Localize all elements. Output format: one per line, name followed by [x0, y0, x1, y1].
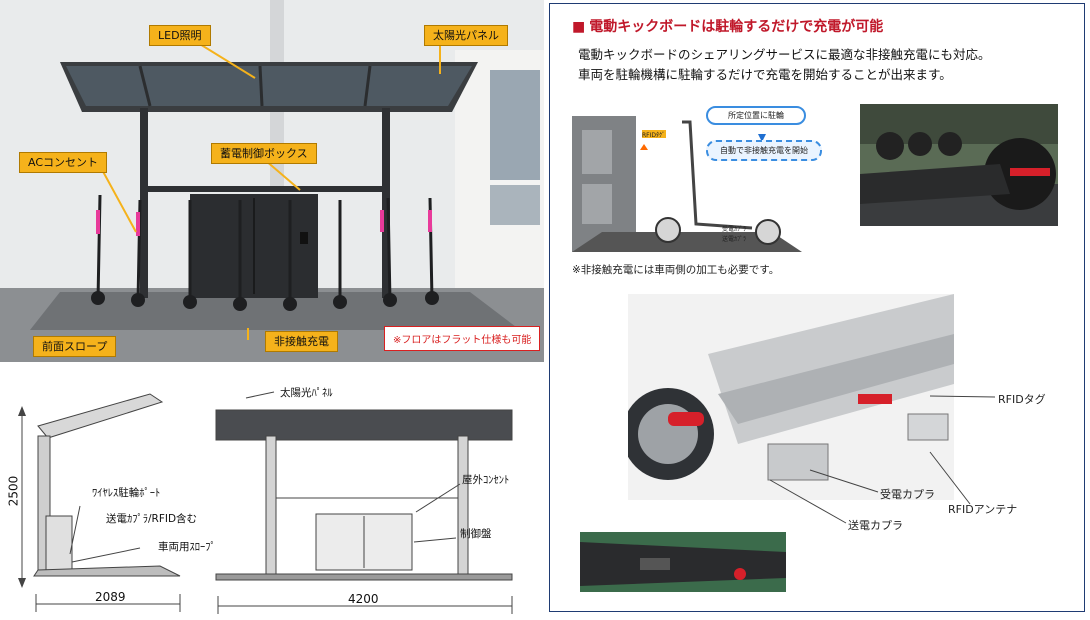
panel-title-text: 電動キックボードは駐輪するだけで充電が可能 — [589, 19, 884, 35]
scooter-closeup-illustration — [860, 104, 1058, 226]
station-photo: LED照明 太陽光パネル ACコンセント 蓄電制御ボックス 前面スロープ 非接触… — [0, 0, 544, 362]
dim-height-2500: 2500 — [6, 475, 21, 507]
charging-info-panel: ■電動キックボードは駐輪するだけで充電が可能 電動キックボードのシェアリングサー… — [549, 3, 1085, 612]
technical-drawing: 2500 2089 ﾜｲﾔﾚｽ駐輪ﾎﾟｰﾄ 送電ｶﾌﾟﾗ/RFID含む 車両用ｽ… — [0, 366, 545, 616]
tiny-transmitter-coupler: 送電ｶﾌﾟﾗ — [722, 236, 747, 243]
flow-step-park: 所定位置に駐輪 — [706, 106, 806, 125]
label-vehicle-slope: 車両用ｽﾛｰﾌﾟ — [158, 541, 216, 553]
callout-solar-panel: 太陽光パネル — [424, 25, 508, 46]
dim-width-2089: 2089 — [95, 590, 126, 604]
callout-storage-box: 蓄電制御ボックス — [211, 143, 317, 164]
label-wireless-port: ﾜｲﾔﾚｽ駐輪ﾎﾟｰﾄ — [92, 487, 161, 499]
label-receiver-coupler: 受電カプラ — [880, 488, 935, 501]
panel-title: ■電動キックボードは駐輪するだけで充電が可能 — [572, 16, 883, 36]
dim-width-4200: 4200 — [348, 592, 379, 606]
tiny-rfid-tag: RFIDﾀｸﾞ — [642, 132, 666, 139]
coupler-3d-render — [628, 294, 954, 500]
flat-floor-note: ※フロアはフラット仕様も可能 — [384, 326, 541, 351]
underside-thumbnail — [580, 532, 786, 592]
parking-diagram-illustration — [572, 104, 830, 260]
label-rfid-tag: RFIDタグ — [998, 393, 1046, 406]
label-control-panel: 制御盤 — [460, 528, 492, 540]
drawing-lines — [18, 391, 513, 614]
desc-line-2: 車両を駐輪機構に駐輪するだけで充電を開始することが出来ます。 — [578, 67, 952, 82]
label-rfid-antenna: RFIDアンテナ — [948, 503, 1018, 516]
callout-front-slope: 前面スロープ — [33, 336, 117, 357]
callout-ac-outlet: ACコンセント — [19, 152, 108, 173]
label-outdoor-outlet: 屋外ｺﾝｾﾝﾄ — [462, 474, 510, 486]
parking-diagram: 所定位置に駐輪 自動で非接触充電を開始 RFIDﾀｸﾞ 受電ｶﾌﾟﾗ 送電ｶﾌﾟ… — [572, 104, 830, 260]
underside-thumbnail-illustration — [580, 532, 786, 592]
label-solar-panel: 太陽光ﾊﾟﾈﾙ — [280, 387, 333, 399]
scooter-closeup-photo — [860, 104, 1058, 226]
title-marker: ■ — [572, 19, 586, 35]
callout-noncontact-charging: 非接触充電 — [265, 331, 338, 352]
label-coupler-rfid: 送電ｶﾌﾟﾗ/RFID含む — [106, 513, 198, 525]
tiny-receiver-coupler: 受電ｶﾌﾟﾗ — [722, 226, 747, 233]
coupler-3d-illustration — [628, 294, 954, 500]
flow-step-charge: 自動で非接触充電を開始 — [706, 140, 822, 161]
desc-line-1: 電動キックボードのシェアリングサービスに最適な非接触充電にも対応。 — [578, 47, 991, 62]
vehicle-modification-note: ※非接触充電には車両側の加工も必要です。 — [572, 264, 780, 276]
callout-led-light: LED照明 — [149, 25, 211, 46]
station-photo-illustration — [0, 0, 544, 362]
label-transmitter-coupler: 送電カプラ — [848, 519, 903, 532]
